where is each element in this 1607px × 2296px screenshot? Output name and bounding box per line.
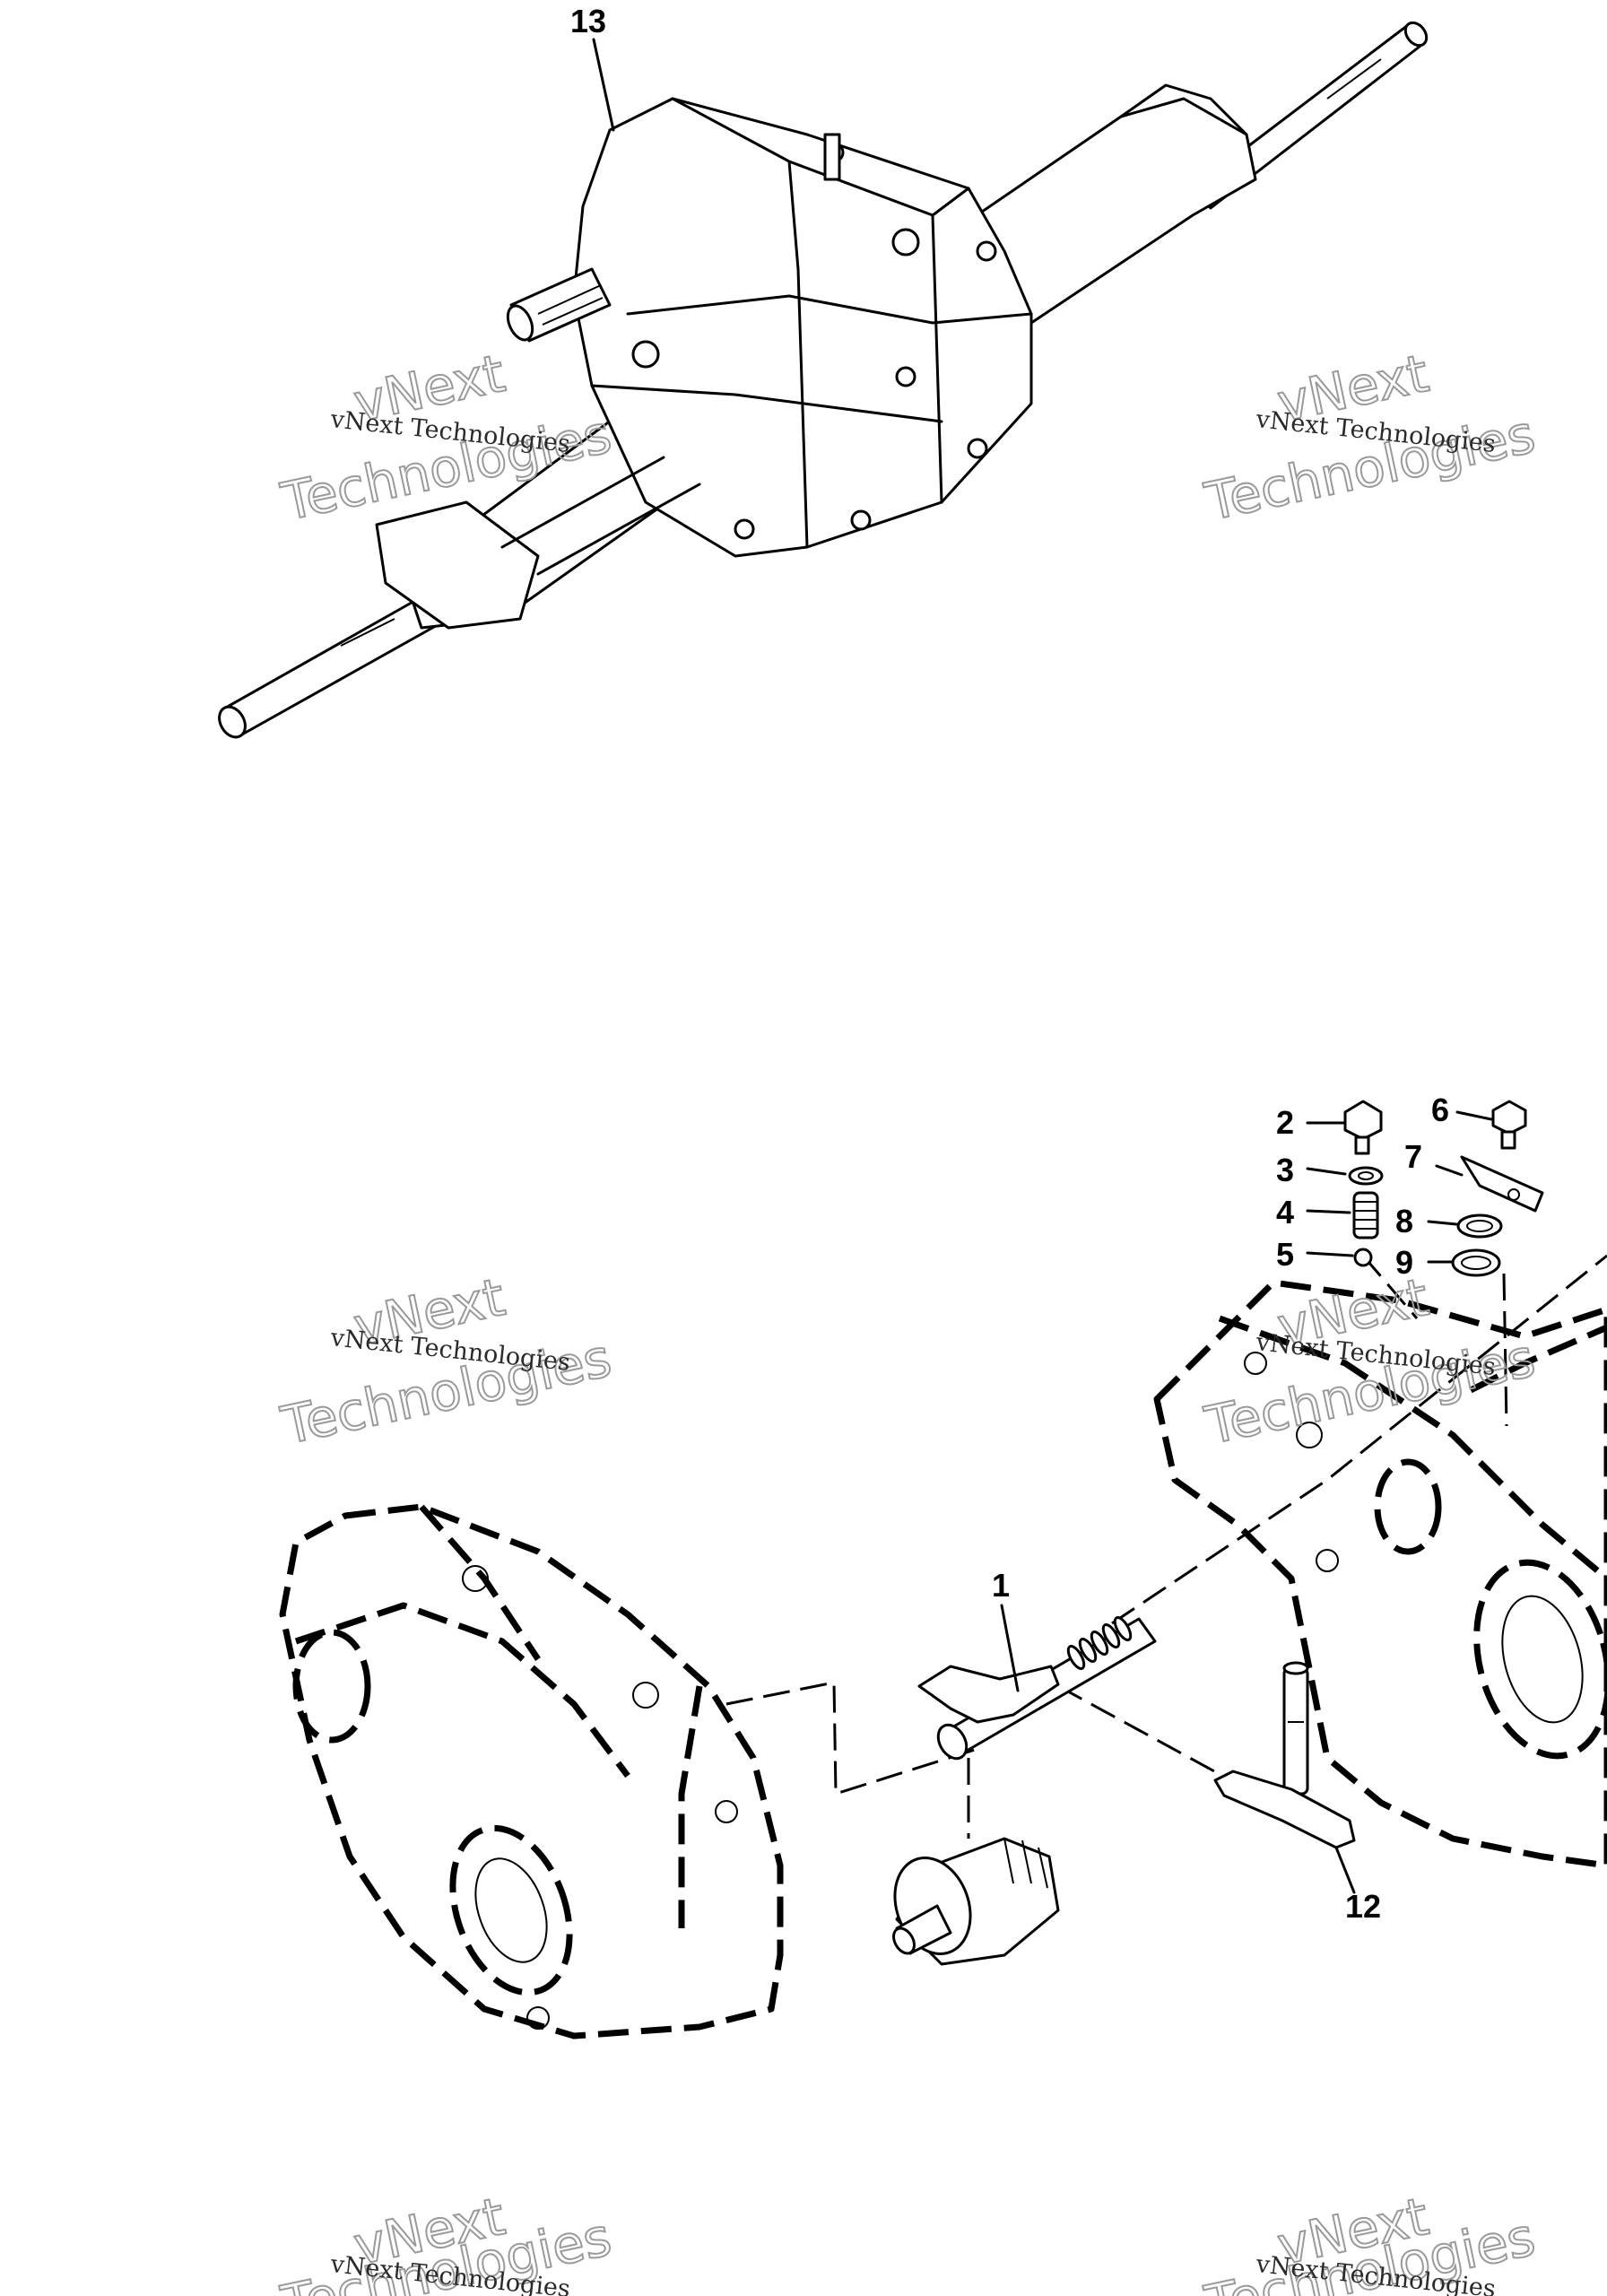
callout-1: 1 [992, 1567, 1010, 1604]
watermarks: vNext Technologies vNext Technologies vN… [275, 342, 1542, 2296]
watermark-bottom-right: vNext Technologies vNext Technologies [1199, 2185, 1542, 2296]
watermark-middle-right: vNext Technologies vNext Technologies [1199, 1265, 1542, 1457]
shift-lever [1213, 1661, 1356, 1849]
leader-lines [1000, 1110, 1493, 1894]
assembly-lines [725, 1254, 1607, 1839]
callout-3: 3 [1276, 1152, 1294, 1188]
callout-6: 6 [1431, 1091, 1449, 1128]
gear-shaft [892, 1837, 1060, 1966]
callout-2: 2 [1276, 1104, 1294, 1141]
callout-numbers: 13 2 3 4 5 6 7 8 9 1 12 [570, 3, 1449, 1925]
callout-5: 5 [1276, 1236, 1294, 1273]
callout-7: 7 [1404, 1138, 1422, 1175]
watermark-bottom-left: vNext Technologies vNext Technologies [275, 2185, 618, 2296]
watermark-top-right: vNext Technologies vNext Technologies [1199, 342, 1542, 534]
callout-8: 8 [1395, 1203, 1413, 1239]
callout-12: 12 [1345, 1888, 1381, 1925]
transaxle-assembly [218, 21, 1429, 739]
leader-13 [592, 38, 615, 132]
watermark-middle-left: vNext Technologies vNext Technologies [275, 1265, 618, 1457]
detent-hardware [1343, 1100, 1544, 1277]
callout-9: 9 [1395, 1244, 1413, 1281]
left-housing-half [279, 1503, 784, 2039]
shift-fork-rail [917, 1616, 1157, 1761]
callout-13: 13 [570, 3, 606, 39]
right-housing-half [1153, 1279, 1607, 1869]
callout-4: 4 [1276, 1194, 1294, 1231]
